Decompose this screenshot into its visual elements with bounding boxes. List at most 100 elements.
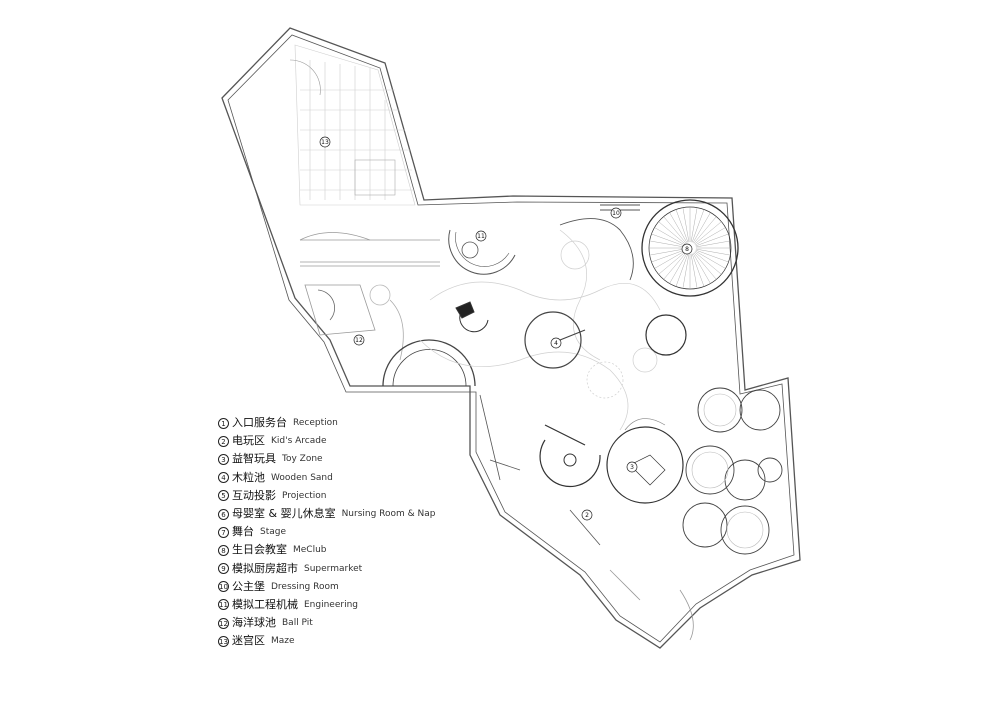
ballpit-tag-circle [353, 334, 365, 346]
radial-line [690, 207, 698, 243]
radial-line [654, 250, 685, 269]
legend-label-zh: 电玩区 [232, 434, 265, 448]
radial-line [675, 209, 689, 243]
legend-label-zh: 入口服务台 [232, 416, 287, 429]
legend-label-en: Ball Pit [282, 618, 313, 629]
radial-line [658, 251, 686, 275]
radial-line [663, 252, 687, 280]
radial-line [651, 249, 685, 263]
legend-number: 11 [218, 599, 229, 611]
supermarket-inner [691, 393, 764, 549]
legend-label-zh: 木粒池 [232, 470, 265, 484]
sand-tag: 4 [554, 340, 558, 347]
legend-label-zh: 迷宫区 [232, 634, 265, 648]
stage [382, 339, 476, 387]
maze-area [289, 44, 416, 206]
radial-line [695, 233, 729, 247]
radial-line [691, 209, 705, 243]
toys-tag-circle [626, 461, 638, 473]
legend-label-zh: 生日会教室 [232, 543, 287, 557]
legend-label-en: Dressing Room [271, 581, 339, 592]
arcade-tag-circle [581, 509, 593, 521]
radial-line [654, 227, 685, 246]
legend-label-zh: 公主堡 [232, 579, 265, 593]
radial-line [694, 251, 722, 275]
legend-number: 6 [218, 508, 229, 520]
radial-line [695, 240, 731, 248]
legend-number: 5 [218, 490, 229, 502]
legend-label-en: MeClub [293, 545, 327, 556]
legend-label-en: Wooden Sand [271, 472, 333, 483]
radial-line [692, 212, 711, 243]
legend-label-en: Stage [260, 527, 287, 538]
legend-label-zh: 舞台 [232, 525, 254, 539]
maze-tag-circle [319, 136, 331, 148]
legend-number: 1 [218, 417, 229, 429]
engineering-tag-circle [475, 230, 487, 242]
radial-line [695, 248, 731, 256]
radial-line [692, 253, 711, 284]
radial-line [651, 233, 685, 247]
legend-label-zh: 模拟厨房超市 [232, 561, 298, 575]
radial-line [695, 250, 726, 269]
radial-line [691, 253, 705, 287]
legend-number: 9 [218, 563, 229, 575]
ballpit-area [304, 284, 404, 361]
radial-line [669, 253, 688, 284]
dressing-tag: 10 [612, 210, 620, 217]
arcade-tag: 2 [585, 512, 589, 519]
radial-line [693, 216, 717, 244]
legend-label-en: Toy Zone [282, 454, 323, 465]
radial-line [669, 212, 688, 243]
arcade-area [479, 394, 694, 641]
legend-label-zh: 互动投影 [232, 488, 276, 502]
legend-label-en: Maze [271, 636, 295, 647]
legend-label-en: Projection [282, 490, 327, 501]
radial-line [694, 221, 722, 245]
meclub-tag: 8 [685, 246, 689, 253]
engineering-tag: 11 [477, 233, 485, 240]
radial-line [693, 252, 717, 280]
radial-line [695, 227, 726, 246]
corridor [299, 232, 440, 267]
maze-tag: 13 [321, 139, 329, 146]
toys-tag: 3 [630, 464, 634, 471]
radial-line [649, 240, 685, 248]
legend-number: 4 [218, 472, 229, 484]
radial-line [663, 216, 687, 244]
legend-label-en: Engineering [304, 599, 358, 610]
radial-line [658, 221, 686, 245]
engineering-area [448, 229, 516, 275]
legend-label-zh: 模拟工程机械 [232, 597, 298, 611]
legend-number: 10 [218, 581, 229, 593]
nursing-room-circle [645, 314, 687, 356]
radial-line [649, 248, 685, 256]
radial-line [675, 253, 689, 287]
meclub-tag-circle [681, 243, 693, 255]
ballpit-tag: 12 [355, 337, 363, 344]
legend-label-en: Kid's Arcade [271, 436, 327, 447]
legend-number: 2 [218, 435, 229, 447]
legend-number: 12 [218, 617, 229, 629]
sand-tag-circle [550, 337, 562, 349]
toy-zone [539, 418, 684, 504]
legend-label-zh: 母婴室 & 婴儿休息室 [232, 506, 336, 520]
wooden-sand-area [524, 311, 586, 369]
dressing-tag-circle [610, 207, 622, 219]
legend-label-en: Supermarket [304, 563, 363, 574]
legend-label-en: Reception [293, 418, 338, 428]
radial-line [695, 249, 729, 263]
radial-line [682, 253, 690, 289]
